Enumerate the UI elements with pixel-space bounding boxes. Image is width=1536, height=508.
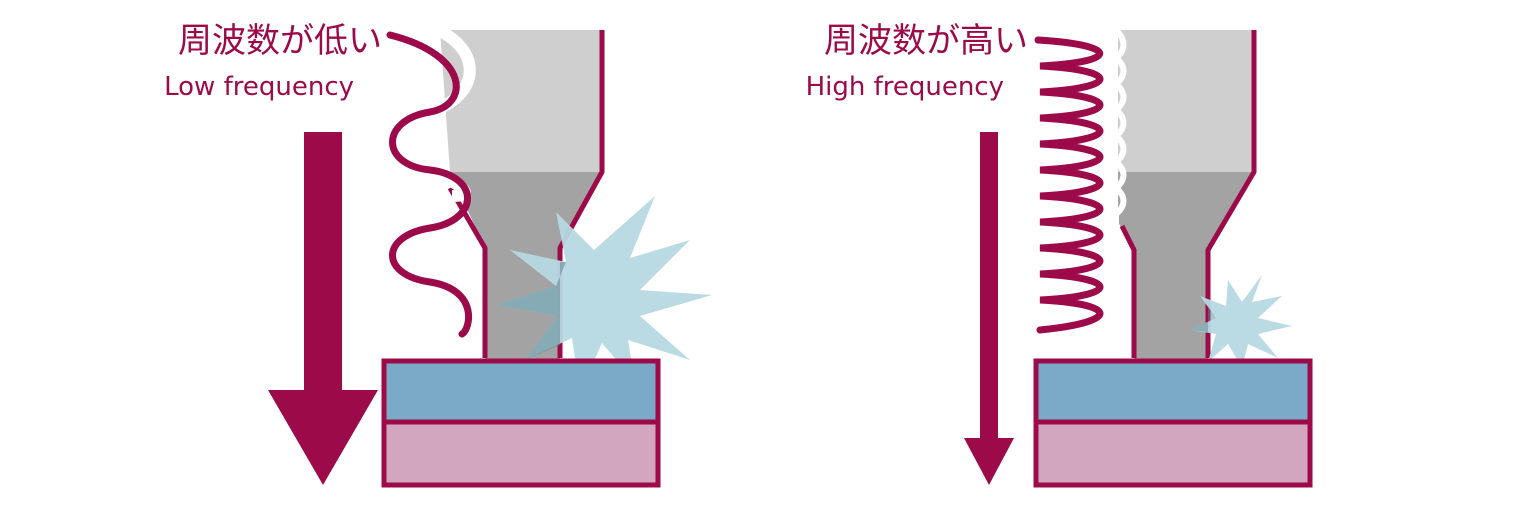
- low-vibration-spark: [496, 196, 712, 392]
- low-frequency-panel: [268, 24, 712, 488]
- low-workpiece-bottom-layer: [381, 419, 661, 488]
- low-frequency-title-en: Low frequency: [164, 72, 354, 102]
- high-frequency-down-arrow: [964, 132, 1014, 485]
- high-frequency-panel: [964, 27, 1313, 488]
- high-frequency-title-en: High frequency: [805, 72, 1004, 102]
- high-frequency-title-ja: 周波数が高い: [824, 21, 1028, 61]
- high-horn-lower: [1118, 172, 1254, 360]
- high-workpiece-bottom-layer: [1033, 419, 1313, 488]
- high-vibration-spark: [1190, 275, 1292, 368]
- low-horn-lower: [450, 172, 602, 360]
- low-frequency-wave: [386, 31, 473, 338]
- low-frequency-down-arrow: [268, 132, 378, 485]
- high-horn-wavy-edge: [1111, 27, 1127, 224]
- low-frequency-title-ja: 周波数が低い: [178, 21, 382, 61]
- high-workpiece-top-layer: [1033, 358, 1313, 425]
- high-horn-upper: [1118, 30, 1254, 172]
- low-horn-upper: [440, 30, 602, 172]
- low-workpiece-top-layer: [381, 358, 661, 425]
- high-frequency-wave: [1034, 36, 1104, 334]
